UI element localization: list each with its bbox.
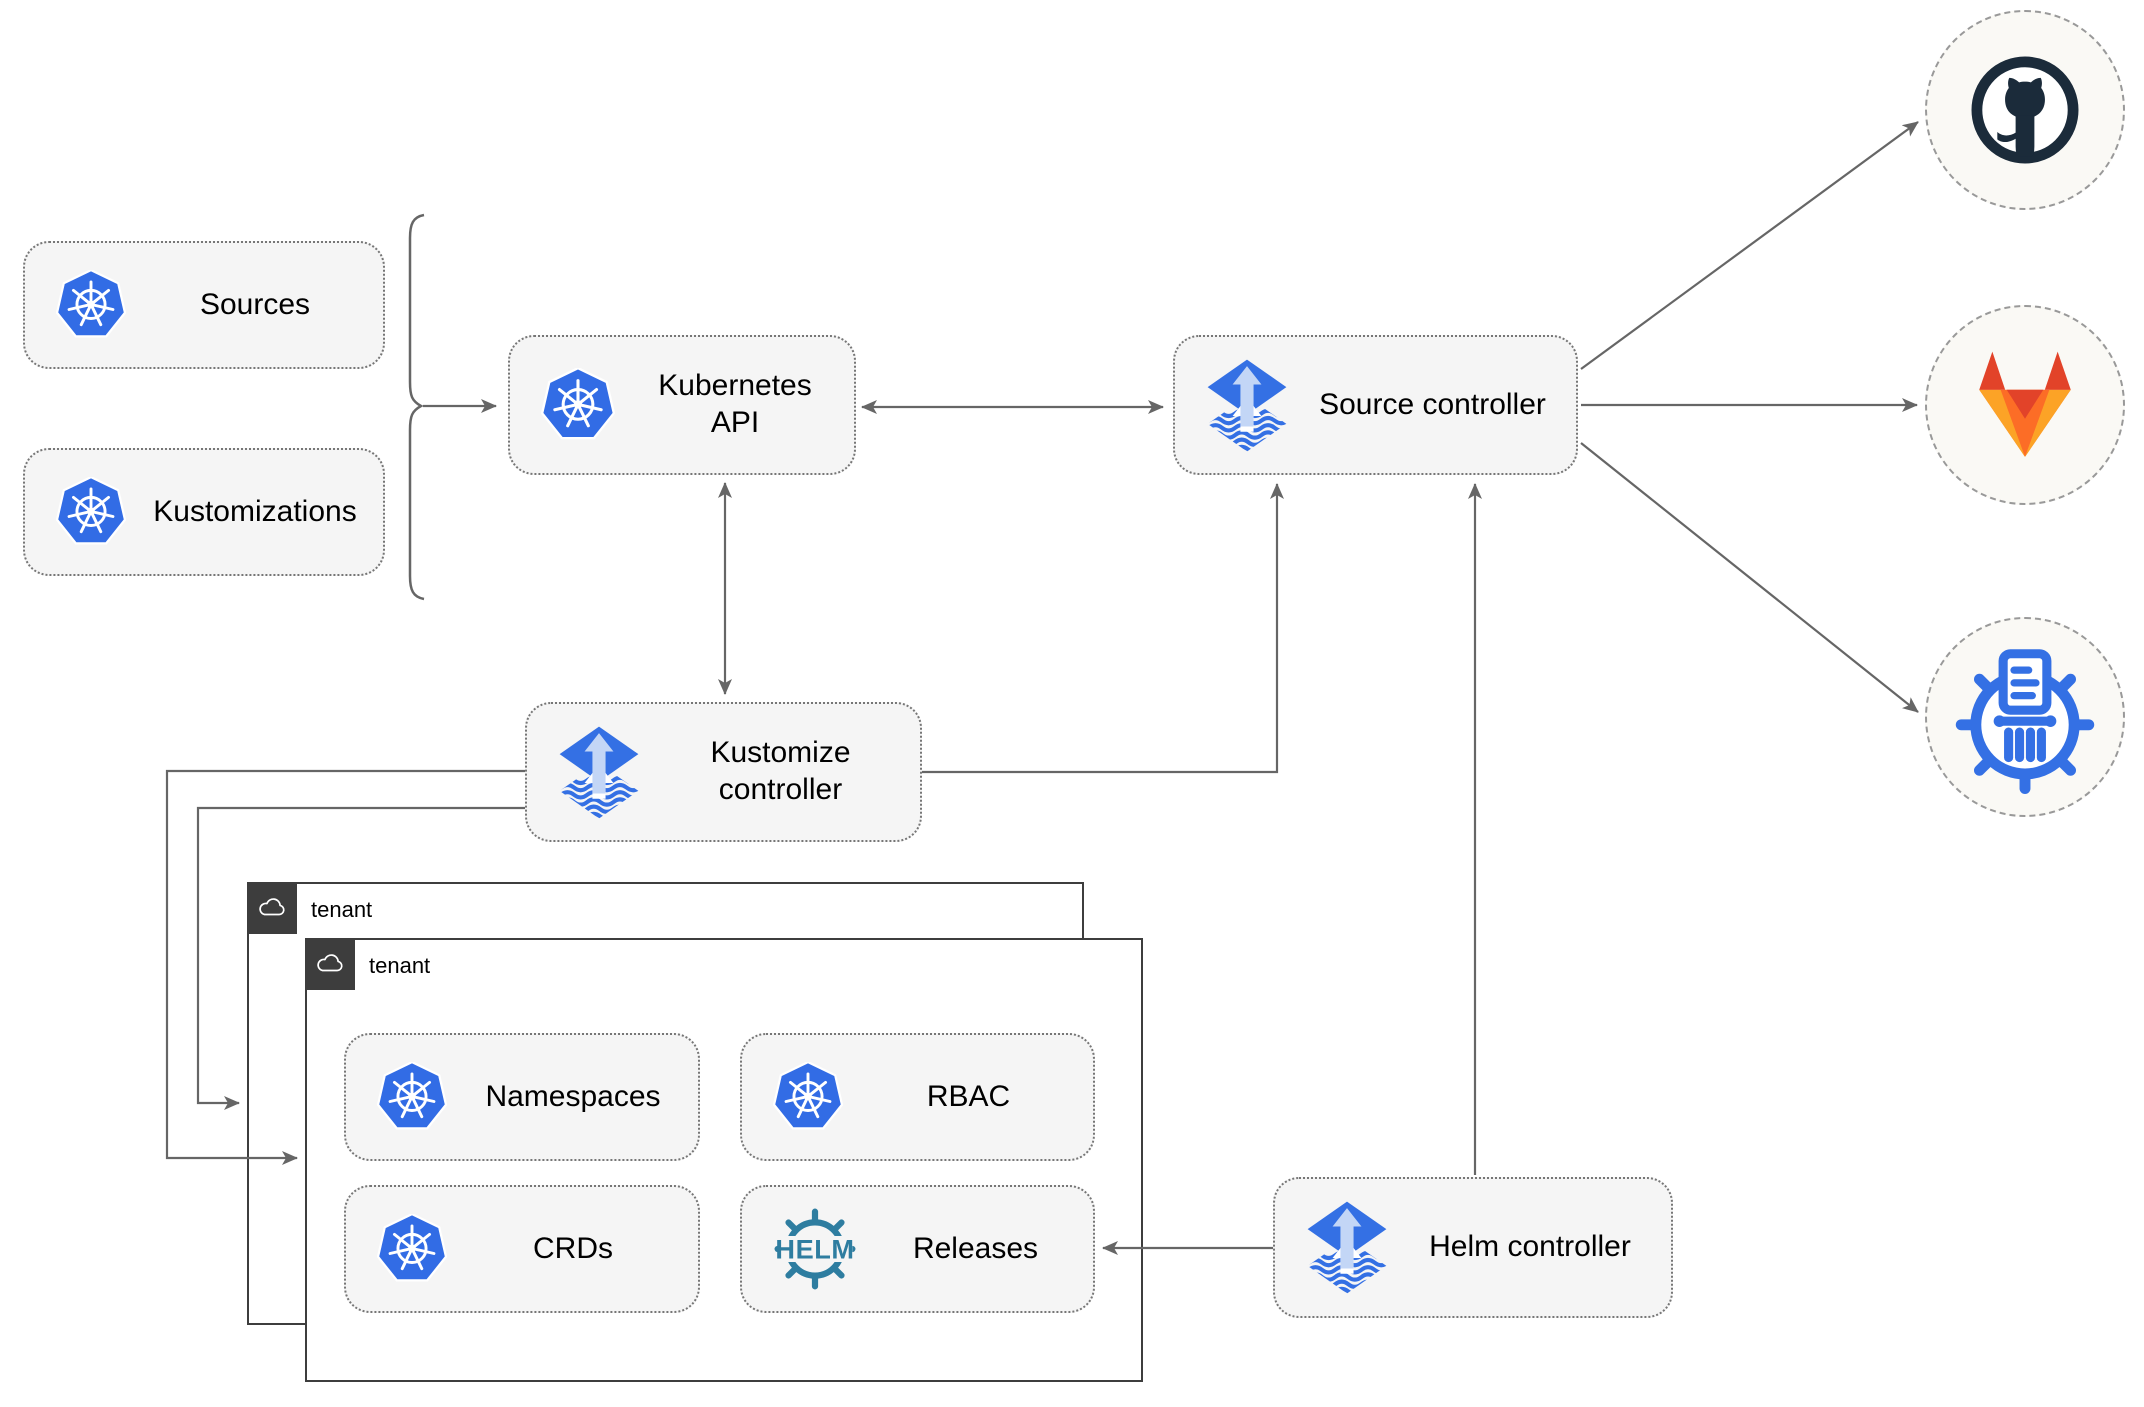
- flux-icon: [557, 725, 641, 820]
- edge-source-to-github: [1580, 121, 1919, 370]
- kubernetes-icon: [376, 1062, 448, 1132]
- endpoint-helm-repository: [1925, 617, 2125, 817]
- node-namespaces-label: Namespaces: [485, 1079, 661, 1113]
- tenant-back-header: [246, 881, 297, 934]
- node-releases: Releases: [740, 1185, 1095, 1313]
- kubernetes-icon: [376, 1214, 448, 1284]
- node-namespaces: Namespaces: [344, 1033, 700, 1161]
- edge-source-to-helm-repository: [1580, 442, 1919, 713]
- node-kubernetes-api-label: Kubernetes API: [658, 369, 812, 439]
- tenant-front-label: tenant: [369, 953, 431, 978]
- node-kustomize-controller: Kustomize controller: [525, 702, 922, 842]
- node-releases-label: Releases: [912, 1231, 1039, 1265]
- kubernetes-icon: [540, 368, 616, 442]
- endpoint-gitlab: [1925, 305, 2125, 505]
- node-source-controller: Source controller: [1173, 335, 1578, 475]
- helm-icon: [772, 1206, 858, 1292]
- chartmuseum-icon: [1952, 641, 2098, 794]
- flux-icon: [1305, 1200, 1389, 1295]
- edge-kustomize-to-source-controller: [922, 483, 1284, 774]
- cloud-icon: [315, 952, 345, 976]
- node-sources-label: Sources: [199, 287, 311, 321]
- kubernetes-icon: [772, 1062, 844, 1132]
- node-helm-controller-label: Helm controller: [1429, 1230, 1631, 1264]
- node-crds-label: CRDs: [533, 1231, 613, 1265]
- gitlab-icon: [1964, 347, 2086, 463]
- github-icon: [1964, 49, 2086, 171]
- node-sources: Sources: [23, 241, 385, 369]
- node-kustomizations-label: Kustomizations: [153, 494, 357, 528]
- endpoint-github: [1925, 10, 2125, 210]
- tenant-front-header: [304, 937, 355, 990]
- kubernetes-icon: [55, 477, 127, 547]
- tenant-back-label: tenant: [311, 897, 373, 922]
- node-kustomize-controller-label: Kustomize controller: [710, 736, 851, 806]
- flux-icon: [1205, 358, 1289, 453]
- node-kubernetes-api: Kubernetes API: [508, 335, 856, 475]
- node-rbac: RBAC: [740, 1033, 1095, 1161]
- kubernetes-icon: [55, 270, 127, 340]
- node-helm-controller: Helm controller: [1273, 1177, 1673, 1318]
- node-rbac-label: RBAC: [926, 1079, 1011, 1113]
- node-crds: CRDs: [344, 1185, 700, 1313]
- node-kustomizations: Kustomizations: [23, 448, 385, 576]
- cloud-icon: [257, 896, 287, 920]
- node-source-controller-label: Source controller: [1319, 387, 1546, 421]
- bracket-sources-group: [408, 213, 425, 601]
